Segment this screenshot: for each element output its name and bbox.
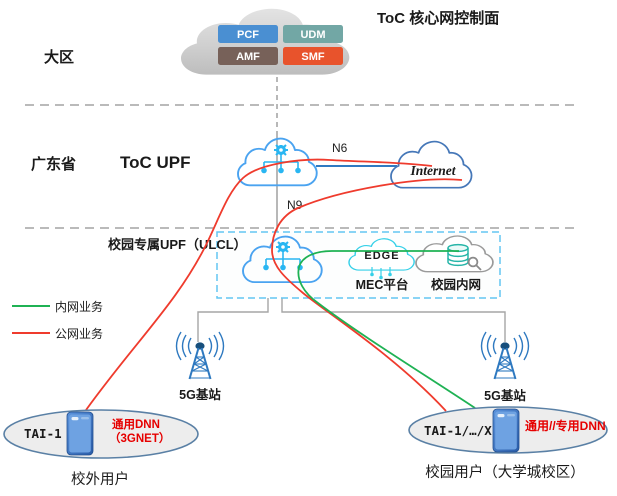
toc-upf-label: ToC UPF [120, 153, 191, 172]
external-user-group: TAI-1 通用DNN （3GNET） 校外用户 [3, 409, 199, 488]
edge-drip-icon [371, 267, 391, 276]
campus-tai-label: TAI-1/…/X [424, 423, 492, 438]
legend-intranet-label: 内网业务 [55, 299, 103, 314]
diagram-title: ToC 核心网控制面 [377, 9, 499, 27]
edge-label: EDGE [364, 250, 399, 262]
campus-user-group: TAI-1/…/X 通用//专用DNN 校园用户（大学城校区） [408, 406, 608, 481]
nf-box-smf: SMF [283, 47, 343, 65]
base-station-right-label: 5G基站 [484, 388, 526, 403]
campus-dnn-label: 通用//专用DNN [525, 418, 606, 433]
mec-label: MEC平台 [356, 277, 409, 292]
public-flow-external [85, 158, 433, 411]
external-user-caption: 校外用户 [71, 471, 129, 488]
phone-icon [492, 408, 520, 453]
legend: 内网业务 公网业务 [12, 299, 103, 341]
magnifier-icon [467, 256, 482, 271]
base-station-left: 5G基站 [175, 331, 225, 402]
zone-label-province: 广东省 [31, 155, 76, 173]
external-tai-label: TAI-1 [24, 426, 62, 441]
nf-box-pcf: PCF [218, 25, 278, 43]
campus-user-caption: 校园用户（大学城校区） [425, 464, 585, 481]
nf-label-udm: UDM [300, 29, 325, 41]
legend-public-label: 公网业务 [55, 326, 103, 341]
nf-label-amf: AMF [236, 51, 260, 63]
base-station-right: 5G基站 [480, 331, 530, 403]
tower-icon [175, 331, 225, 380]
external-dnn-label: 通用DNN [112, 418, 160, 431]
external-dnn-sub-label: （3GNET） [109, 431, 170, 445]
internet-label: Internet [409, 163, 456, 178]
nf-box-udm: UDM [283, 25, 343, 43]
internet-cloud: Internet [390, 140, 473, 189]
external-user-bubble [3, 409, 199, 459]
nf-label-smf: SMF [301, 51, 325, 63]
mec-edge-cloud: EDGE [348, 238, 415, 280]
public-flow-campus [271, 178, 463, 412]
n6-label: N6 [332, 141, 348, 155]
zone-label-region: 大区 [44, 48, 74, 66]
nf-label-pcf: PCF [237, 29, 259, 41]
core-control-cloud: PCF UDM AMF SMF [181, 8, 350, 75]
intranet-label: 校园内网 [431, 277, 481, 292]
nf-box-amf: AMF [218, 47, 278, 65]
intranet-flow-campus [297, 250, 476, 409]
phone-icon [66, 411, 94, 456]
campus-upf-label: 校园专属UPF（ULCL） [108, 237, 247, 252]
base-station-left-label: 5G基站 [179, 387, 221, 402]
